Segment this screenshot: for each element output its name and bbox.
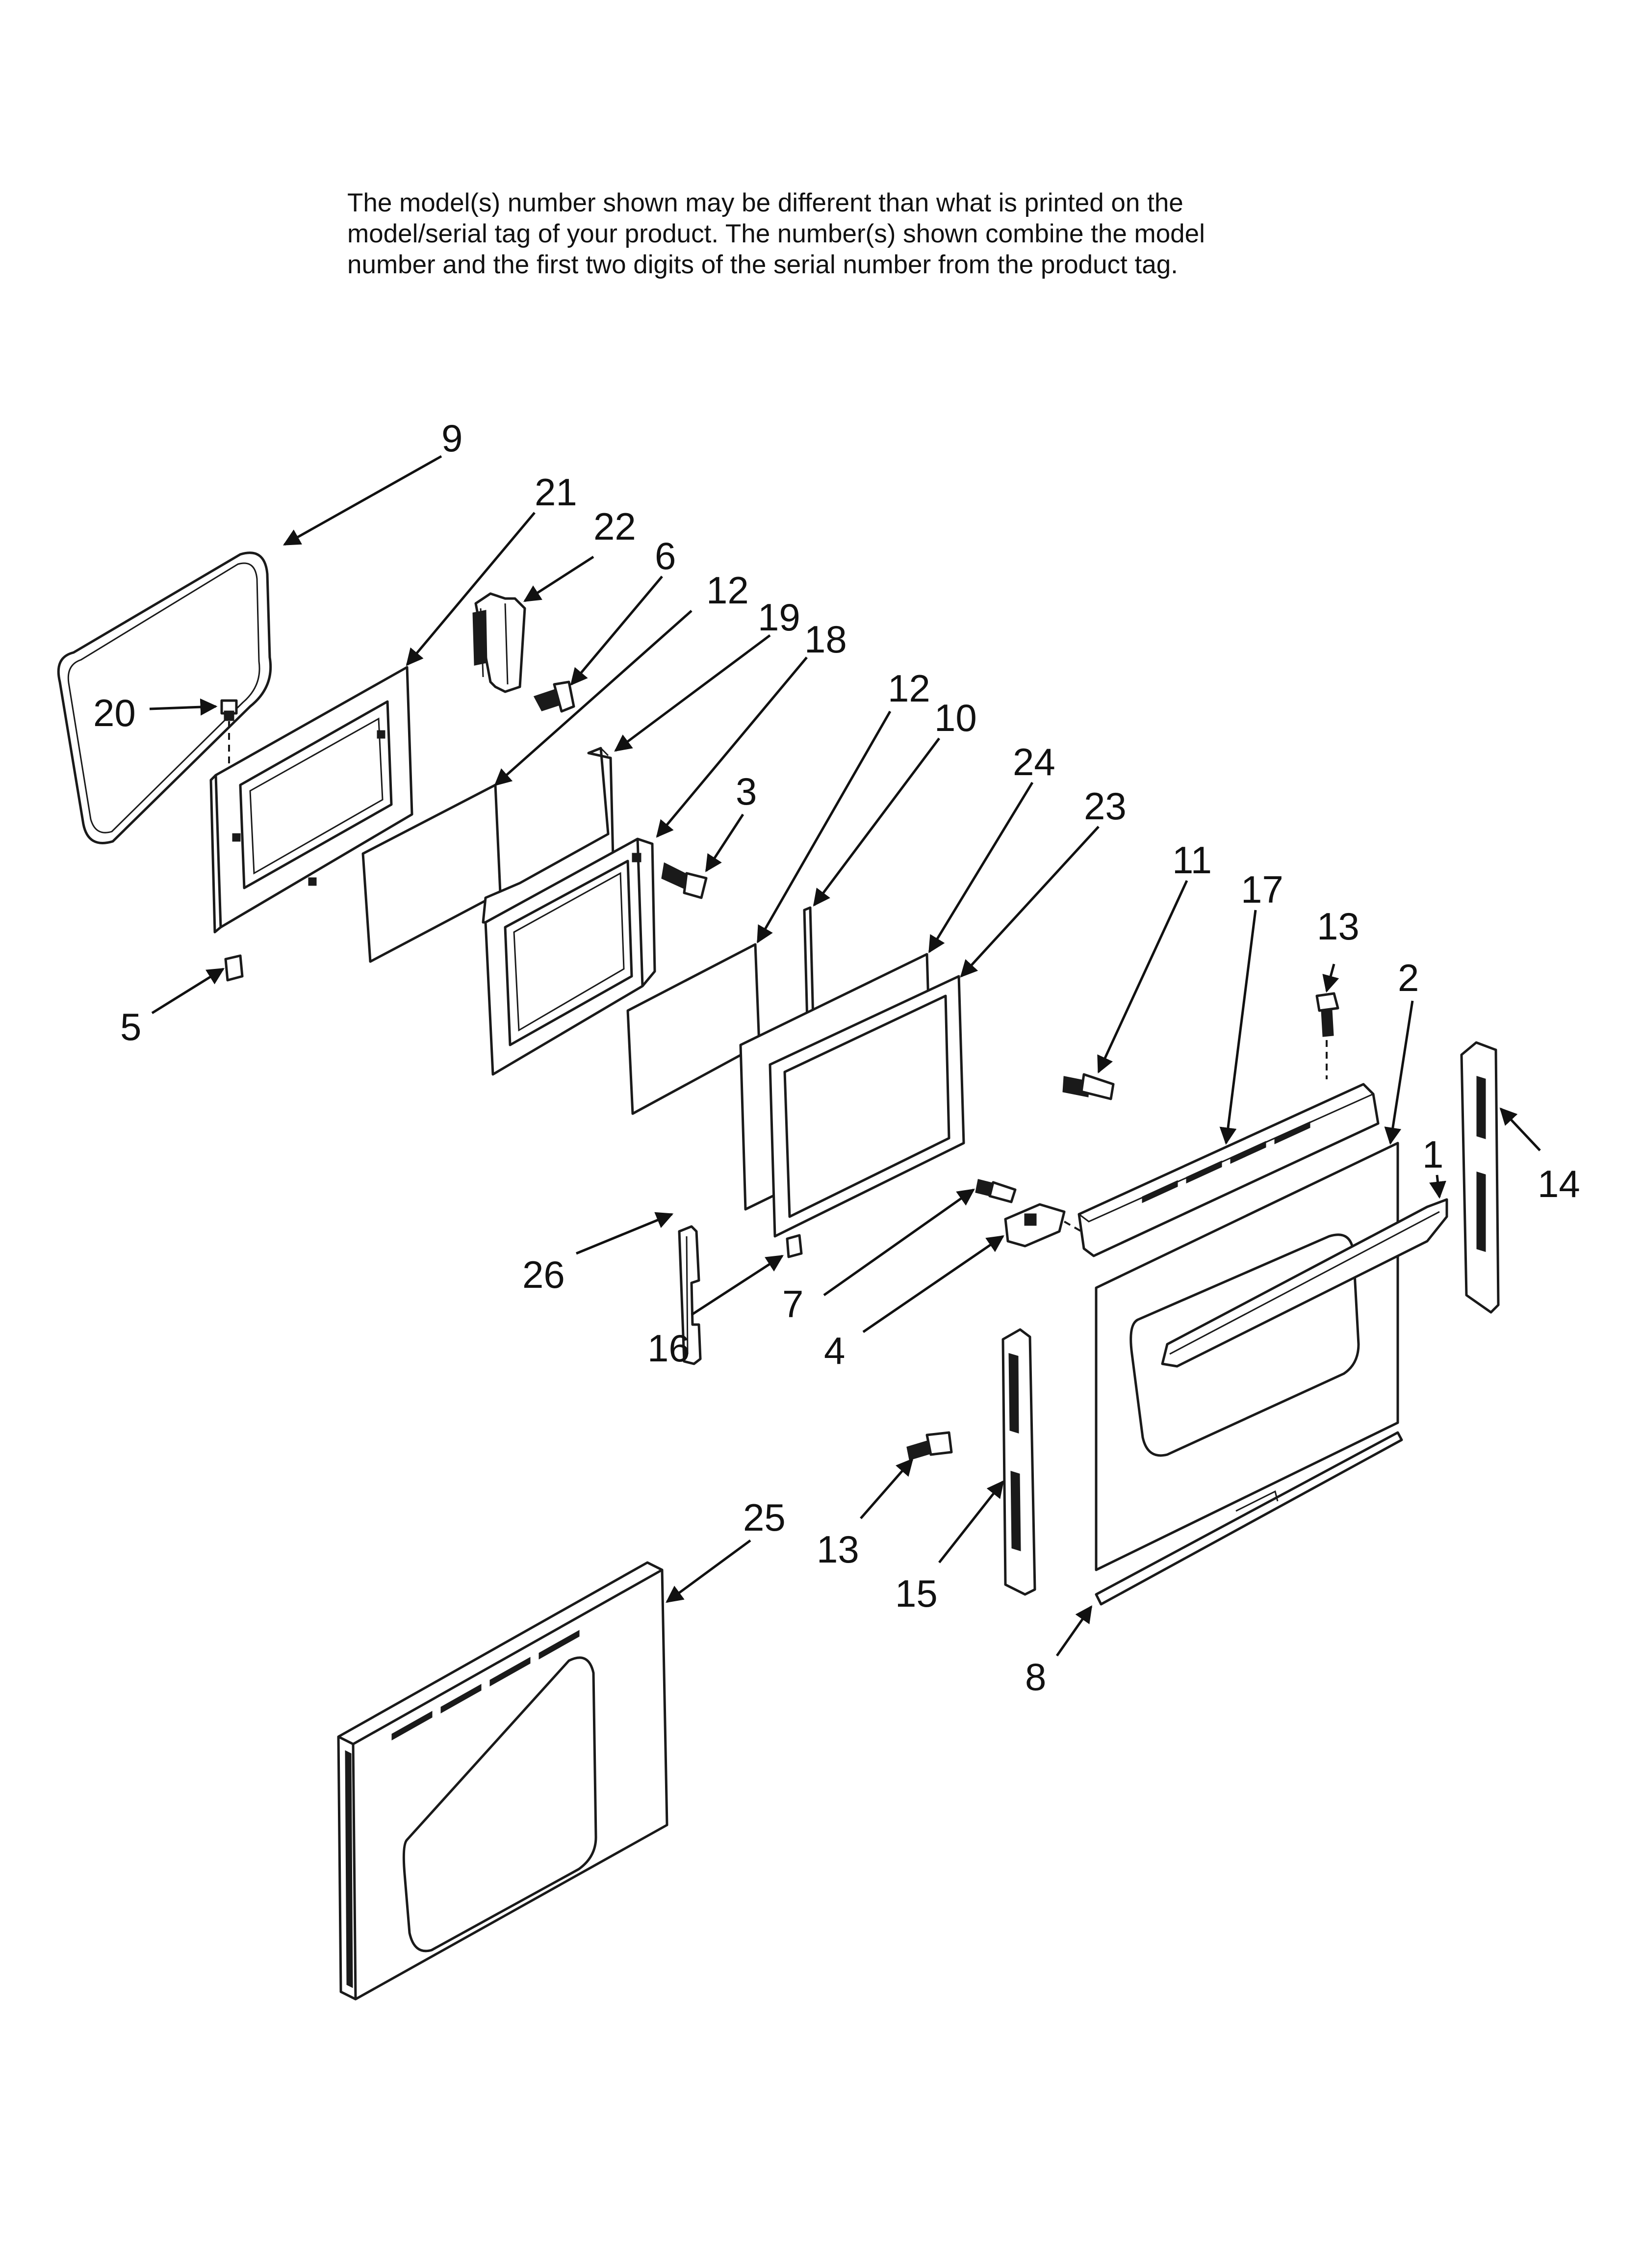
leader-lines	[149, 455, 1541, 1657]
callout-24: 24	[1013, 740, 1055, 783]
leader-13-lower	[860, 1458, 914, 1519]
callout-5: 5	[120, 1005, 141, 1048]
leader-24	[928, 782, 1034, 953]
part-18-middle-door-frame	[484, 837, 656, 1076]
part-15-side-trim	[1001, 1328, 1036, 1596]
leader-13-upper	[1322, 964, 1339, 993]
part-13-screw-lower	[906, 1431, 953, 1460]
callout-20: 20	[93, 691, 136, 734]
callout-22: 22	[593, 505, 636, 548]
leader-2	[1384, 1000, 1414, 1145]
callout-3: 3	[736, 770, 757, 813]
callout-8: 8	[1025, 1655, 1046, 1698]
part-9-door-gasket	[57, 551, 272, 844]
part-11-screw	[1062, 1073, 1115, 1100]
callout-4: 4	[824, 1329, 845, 1372]
leader-11	[1097, 880, 1188, 1074]
part-4-hinge-clip	[1004, 1203, 1099, 1248]
leader-8	[1055, 1605, 1093, 1657]
leader-5	[151, 967, 225, 1015]
callout-11: 11	[1172, 838, 1212, 882]
part-6-screw	[533, 680, 575, 713]
part-5-clip	[224, 954, 244, 982]
callout-12-lower: 12	[888, 667, 930, 710]
part-21-inner-door-frame	[209, 666, 413, 934]
leader-1	[1429, 1174, 1446, 1199]
callout-23: 23	[1084, 784, 1127, 828]
leader-21	[406, 512, 536, 666]
leader-26	[576, 1212, 674, 1255]
leader-6	[570, 575, 663, 686]
callout-18: 18	[804, 618, 847, 661]
callout-2: 2	[1398, 956, 1419, 999]
leader-3	[705, 813, 744, 872]
callout-15: 15	[895, 1572, 938, 1615]
leader-23	[960, 826, 1100, 978]
disclaimer-line-3: number and the first two digits of the s…	[347, 250, 1178, 279]
callout-14: 14	[1538, 1162, 1580, 1205]
part-12-glass-pane-lower	[626, 943, 761, 1115]
part-8-bottom-trim	[1095, 1431, 1403, 1606]
leader-19	[614, 634, 771, 752]
callout-7: 7	[782, 1282, 803, 1326]
leader-17	[1219, 910, 1257, 1145]
callout-12-upper: 12	[706, 569, 749, 612]
callout-16: 16	[647, 1327, 690, 1370]
leader-15	[938, 1480, 1004, 1564]
leader-14	[1499, 1107, 1541, 1151]
callout-21: 21	[535, 470, 577, 514]
part-14-right-side-trim	[1460, 1041, 1500, 1314]
part-7-screw	[975, 1179, 1017, 1203]
leader-22	[523, 555, 594, 602]
callout-6: 6	[655, 534, 676, 577]
callout-25: 25	[743, 1496, 786, 1539]
disclaimer-line-2: model/serial tag of your product. The nu…	[347, 219, 1205, 248]
leader-10	[813, 737, 940, 907]
part-2-outer-door-panel	[1095, 1142, 1399, 1571]
callout-13-upper: 13	[1317, 905, 1360, 948]
leader-25	[666, 1539, 751, 1603]
callout-9: 9	[441, 417, 462, 460]
part-23-outer-glass-frame	[769, 975, 965, 1238]
part-3-screw	[661, 862, 708, 899]
part-1-handle	[1161, 1198, 1448, 1368]
leader-7	[823, 1188, 975, 1297]
disclaimer-text: The model(s) number shown may be differe…	[347, 187, 1328, 280]
callout-26: 26	[522, 1253, 565, 1296]
part-17-vent-trim	[1078, 1040, 1380, 1257]
leader-16	[691, 1254, 784, 1316]
part-13-screw-upper	[1315, 992, 1339, 1037]
callout-labels: 9 21 22 6 12 19 18 20 3 12 10 24 23 5 11…	[93, 417, 1580, 1698]
leader-12-upper	[494, 610, 693, 786]
callout-1: 1	[1422, 1133, 1443, 1176]
callout-10: 10	[934, 696, 977, 739]
leader-4	[862, 1235, 1004, 1333]
part-10-spacer-strip	[803, 906, 815, 1024]
callout-17: 17	[1241, 868, 1283, 911]
disclaimer-line-1: The model(s) number shown may be differe…	[347, 188, 1183, 217]
part-26-side-bracket	[678, 1225, 702, 1365]
part-22-hinge	[472, 592, 526, 693]
part-25-door-assembly	[337, 1561, 668, 2001]
part-16-clip	[786, 1234, 803, 1258]
leader-20	[149, 698, 218, 716]
leader-12-lower	[756, 710, 892, 944]
callout-13-lower: 13	[817, 1528, 859, 1571]
leader-9	[282, 455, 442, 546]
leader-18	[656, 656, 808, 838]
callout-19: 19	[758, 596, 800, 639]
